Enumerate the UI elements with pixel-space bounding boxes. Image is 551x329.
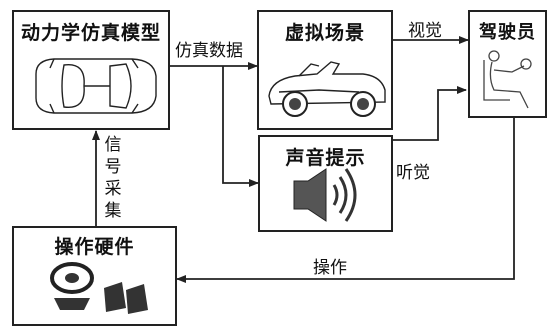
sim-data-label: 仿真数据	[175, 41, 243, 61]
dynamics-model-title: 动力学仿真模型	[20, 22, 161, 44]
driver-title: 驾驶员	[479, 22, 536, 43]
driver-box: 驾驶员	[468, 10, 547, 118]
signal-char: 信	[104, 135, 122, 155]
sound-cue-title: 声音提示	[285, 147, 366, 169]
seated-driver-icon	[483, 50, 532, 109]
signal-char: 集	[104, 201, 122, 221]
convertible-car-icon	[268, 61, 386, 117]
hearing-connector	[393, 86, 467, 141]
signal-char: 号	[104, 157, 122, 177]
speaker-icon	[293, 168, 357, 222]
signal-char: 采	[104, 179, 122, 199]
sound-branch-connector	[222, 66, 259, 187]
hardware-box: 操作硬件	[12, 226, 177, 326]
hardware-title: 操作硬件	[54, 236, 135, 258]
dynamics-model-box: 动力学仿真模型	[12, 10, 170, 130]
signal-label: 信 号 采 集	[103, 134, 123, 222]
vision-label: 视觉	[408, 21, 442, 41]
steering-pedals-icon	[50, 262, 148, 314]
hearing-label: 听觉	[396, 163, 430, 183]
virtual-scene-box: 虚拟场景	[257, 10, 393, 130]
virtual-scene-title: 虚拟场景	[284, 22, 365, 44]
operation-label: 操作	[313, 258, 347, 278]
sound-cue-box: 声音提示	[258, 135, 393, 232]
car-topview-icon	[35, 58, 157, 114]
operation-connector	[176, 118, 515, 283]
